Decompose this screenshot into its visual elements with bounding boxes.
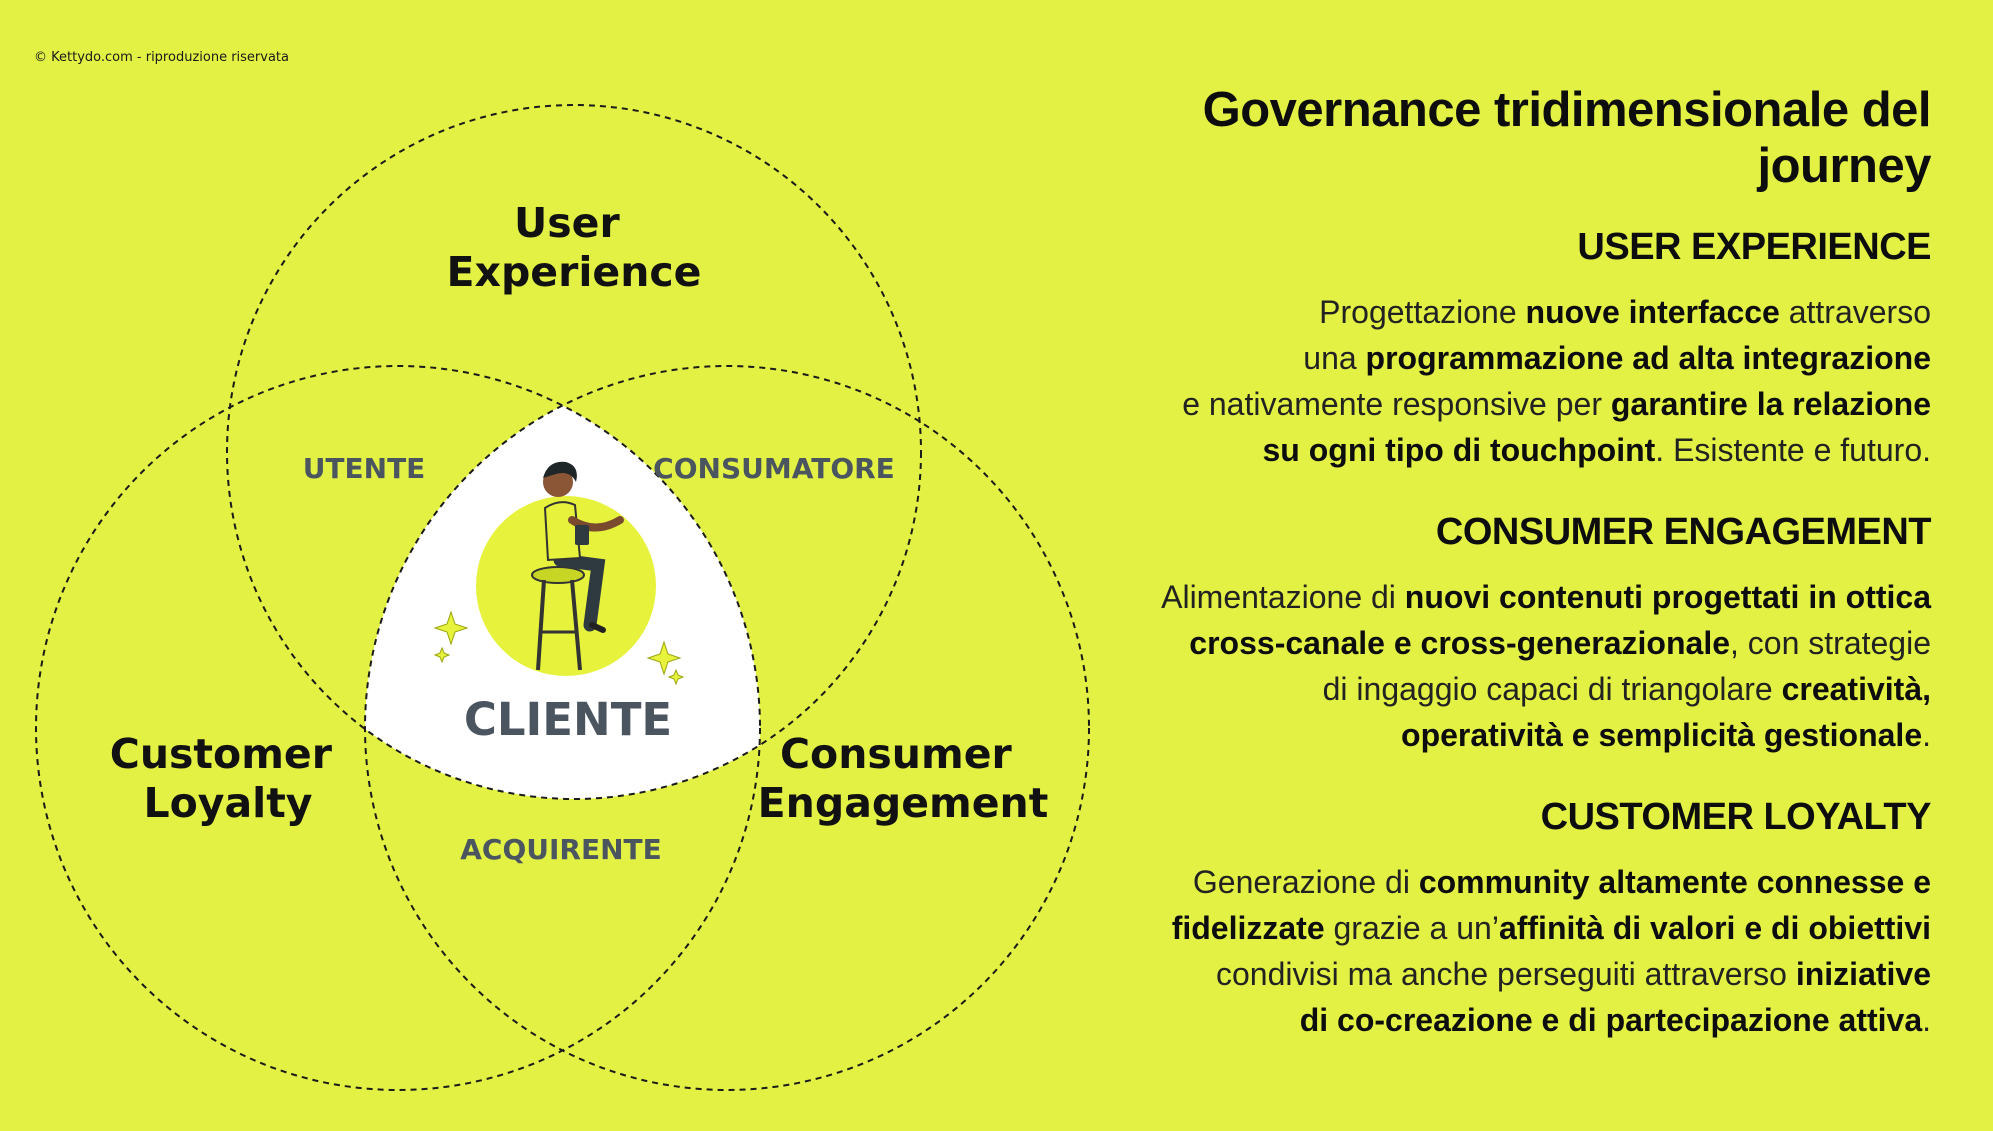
page-title: Governance tridimensionale del journey: [1202, 83, 1932, 193]
sparkle-left-icon: [433, 610, 469, 664]
bold-text: fidelizzate: [1171, 910, 1325, 946]
section-body-line: cross-canale e cross-generazionale, con …: [1031, 620, 1931, 666]
body-text: Alimentazione di: [1161, 579, 1405, 615]
section-body-line: di co-creazione e di partecipazione atti…: [1031, 997, 1931, 1043]
bold-text: affinità di valori e di obiettivi: [1498, 910, 1931, 946]
bold-text: cross-canale e cross-generazionale: [1189, 625, 1730, 661]
circle-customer-loyalty: [35, 365, 761, 1091]
section-body-line: e nativamente responsive per garantire l…: [1031, 381, 1931, 427]
bold-text: creatività,: [1781, 671, 1931, 707]
section-body-line: di ingaggio capaci di triangolare creati…: [1031, 666, 1931, 712]
section-body-line: una programmazione ad alta integrazione: [1031, 335, 1931, 381]
body-text: attraverso: [1779, 294, 1931, 330]
section-body-line: Progettazione nuove interfacce attravers…: [1031, 289, 1931, 335]
body-text: Progettazione: [1319, 294, 1526, 330]
section-body: Progettazione nuove interfacce attravers…: [1031, 289, 1931, 473]
body-text: .: [1922, 1002, 1931, 1038]
body-text: , con strategie: [1730, 625, 1931, 661]
body-text: e nativamente responsive per: [1182, 386, 1611, 422]
section-heading: USER EXPERIENCE: [1577, 226, 1931, 268]
center-label-cliente: CLIENTE: [464, 693, 672, 746]
section-heading: CONSUMER ENGAGEMENT: [1435, 511, 1932, 553]
circle-user-experience: [226, 104, 922, 800]
body-text: Generazione di: [1192, 864, 1419, 900]
bold-text: iniziative: [1795, 956, 1931, 992]
section-body-line: fidelizzate grazie a un’affinità di valo…: [1031, 905, 1931, 951]
venn-diagram: User Experience Customer Loyalty Consume…: [35, 104, 1090, 1091]
section: CONSUMER ENGAGEMENT Alimentazione di nuov…: [1031, 511, 1931, 758]
section-body-line: condivisi ma anche perseguiti attraverso…: [1031, 951, 1931, 997]
bold-text: operatività e semplicità gestionale: [1401, 717, 1923, 753]
description-panel: Governance tridimensionale del journey U…: [1031, 82, 1931, 1081]
circle-title-consumer-engagement: Consumer Engagement: [758, 730, 1049, 827]
section-body-line: su ogni tipo di touchpoint. Esistente e …: [1031, 427, 1932, 473]
sections-container: USER EXPERIENCE Progettazione nuove inter…: [1031, 226, 1931, 1043]
bold-text: di co-creazione e di partecipazione atti…: [1299, 1002, 1923, 1038]
circle-consumer-engagement: [364, 365, 1090, 1091]
body-text: una: [1303, 340, 1366, 376]
circle-title-customer-loyalty: Customer Loyalty: [110, 730, 346, 827]
person-on-stool-illustration: [476, 461, 656, 676]
body-text: .: [1922, 717, 1931, 753]
body-text: condivisi ma anche perseguiti attraverso: [1216, 956, 1796, 992]
bold-text: garantire la relazione: [1610, 386, 1931, 422]
section-body-line: Alimentazione di nuovi contenuti progett…: [1031, 574, 1931, 620]
bold-text: su ogni tipo di touchpoint: [1262, 432, 1656, 468]
copyright-notice: © Kettydo.com - riproduzione riservata: [34, 50, 289, 65]
body-text: . Esistente e futuro.: [1655, 432, 1931, 468]
section-heading: CUSTOMER LOYALTY: [1540, 796, 1932, 838]
circle-title-user-experience: User Experience: [447, 199, 702, 296]
overlap-label-utente: UTENTE: [303, 452, 426, 485]
bold-text: programmazione ad alta integrazione: [1365, 340, 1931, 376]
bold-text: nuove interfacce: [1525, 294, 1780, 330]
section-body-line: operatività e semplicità gestionale.: [1031, 712, 1931, 758]
body-text: di ingaggio capaci di triangolare: [1322, 671, 1782, 707]
section-body-line: Generazione di community altamente conne…: [1031, 859, 1931, 905]
overlap-label-acquirente: ACQUIRENTE: [460, 833, 662, 866]
bold-text: nuovi contenuti progettati in ottica: [1404, 579, 1931, 615]
bold-text: community altamente connesse e: [1418, 864, 1931, 900]
section: USER EXPERIENCE Progettazione nuove inter…: [1031, 226, 1931, 473]
section: CUSTOMER LOYALTY Generazione di community…: [1031, 796, 1932, 1043]
overlap-label-consumatore: CONSUMATORE: [653, 452, 895, 485]
section-body: Generazione di community altamente conne…: [1031, 859, 1931, 1043]
body-text: grazie a un’: [1324, 910, 1499, 946]
sparkle-right-icon: [646, 640, 685, 686]
section-body: Alimentazione di nuovi contenuti progett…: [1031, 574, 1931, 758]
